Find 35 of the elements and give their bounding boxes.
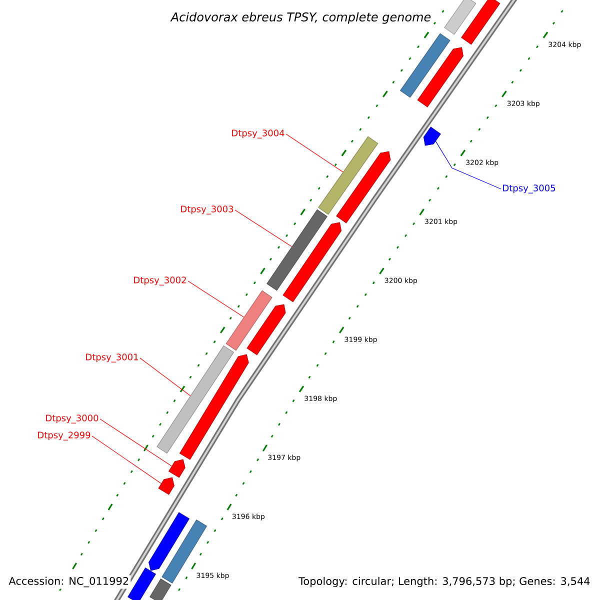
gene-feature <box>423 126 441 146</box>
gene-label: Dtpsy_3002 <box>134 276 186 286</box>
gene-label: Dtpsy_3003 <box>181 206 234 214</box>
gene-feature <box>336 151 391 224</box>
title: Acidovorax ebreus TPSY, complete genome <box>170 12 431 24</box>
gene-feature <box>417 47 464 108</box>
gene-feature <box>246 304 286 356</box>
info-text: Topology: circular; Length: 3,796,573 bp; Genes: 3,544 <box>297 575 592 589</box>
gene-label: Dtpsy_2999 <box>38 432 90 440</box>
gene-label: Dtpsy_3001 <box>86 354 138 362</box>
feature-bar <box>226 290 272 351</box>
feature-bar <box>400 33 450 98</box>
leader-line <box>92 436 162 484</box>
leader-line <box>140 358 191 396</box>
gene-label: Dtpsy_3000 <box>46 414 98 424</box>
gene-feature <box>158 477 174 495</box>
feature-bar <box>461 0 500 45</box>
leader-line <box>234 210 292 247</box>
gene-feature <box>282 222 342 302</box>
feature-bar <box>156 345 234 454</box>
gene-feature <box>179 354 249 460</box>
leader-line <box>100 418 172 466</box>
gene-label: Dtpsy_3004 <box>232 130 284 138</box>
feature-bar <box>444 0 476 35</box>
info-text: Accession: NC_011992 <box>7 575 131 589</box>
feature-bar <box>318 136 378 215</box>
feature-bar <box>150 578 172 600</box>
gene-feature <box>168 459 186 478</box>
leader-line <box>435 141 502 190</box>
feature-bar <box>128 568 156 600</box>
feature-bar <box>266 209 328 291</box>
leader-line <box>286 134 344 172</box>
leader-line <box>188 280 244 318</box>
gene-feature <box>148 512 190 571</box>
gene-label: Dtpsy_3005 <box>503 184 555 194</box>
